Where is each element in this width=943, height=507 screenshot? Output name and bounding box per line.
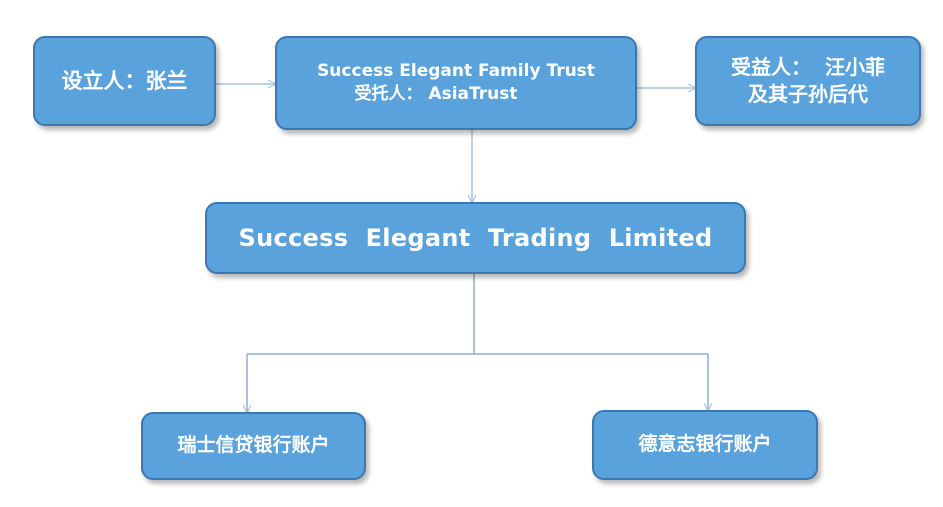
bank-german-box: 德意志银行账户 <box>592 410 818 480</box>
bank-german-label: 德意志银行账户 <box>638 433 772 456</box>
settlor-box: 设立人：张兰 <box>33 36 216 126</box>
beneficiary-line-1: 受益人： 汪小菲 <box>731 55 885 79</box>
beneficiary-box: 受益人： 汪小菲 及其子孙后代 <box>695 36 921 126</box>
bank-swiss-label: 瑞士信贷银行账户 <box>177 434 330 457</box>
trust-box: Success Elegant Family Trust 受托人： AsiaTr… <box>275 36 637 130</box>
beneficiary-line-2: 及其子孙后代 <box>748 82 868 106</box>
settlor-label: 设立人：张兰 <box>61 68 188 93</box>
trustee-label: 受托人： AsiaTrust <box>354 84 518 104</box>
trust-name: Success Elegant Family Trust <box>317 61 595 82</box>
bank-swiss-box: 瑞士信贷银行账户 <box>141 412 366 480</box>
company-label: Success Elegant Trading Limited <box>238 223 713 252</box>
company-box: Success Elegant Trading Limited <box>205 202 746 274</box>
